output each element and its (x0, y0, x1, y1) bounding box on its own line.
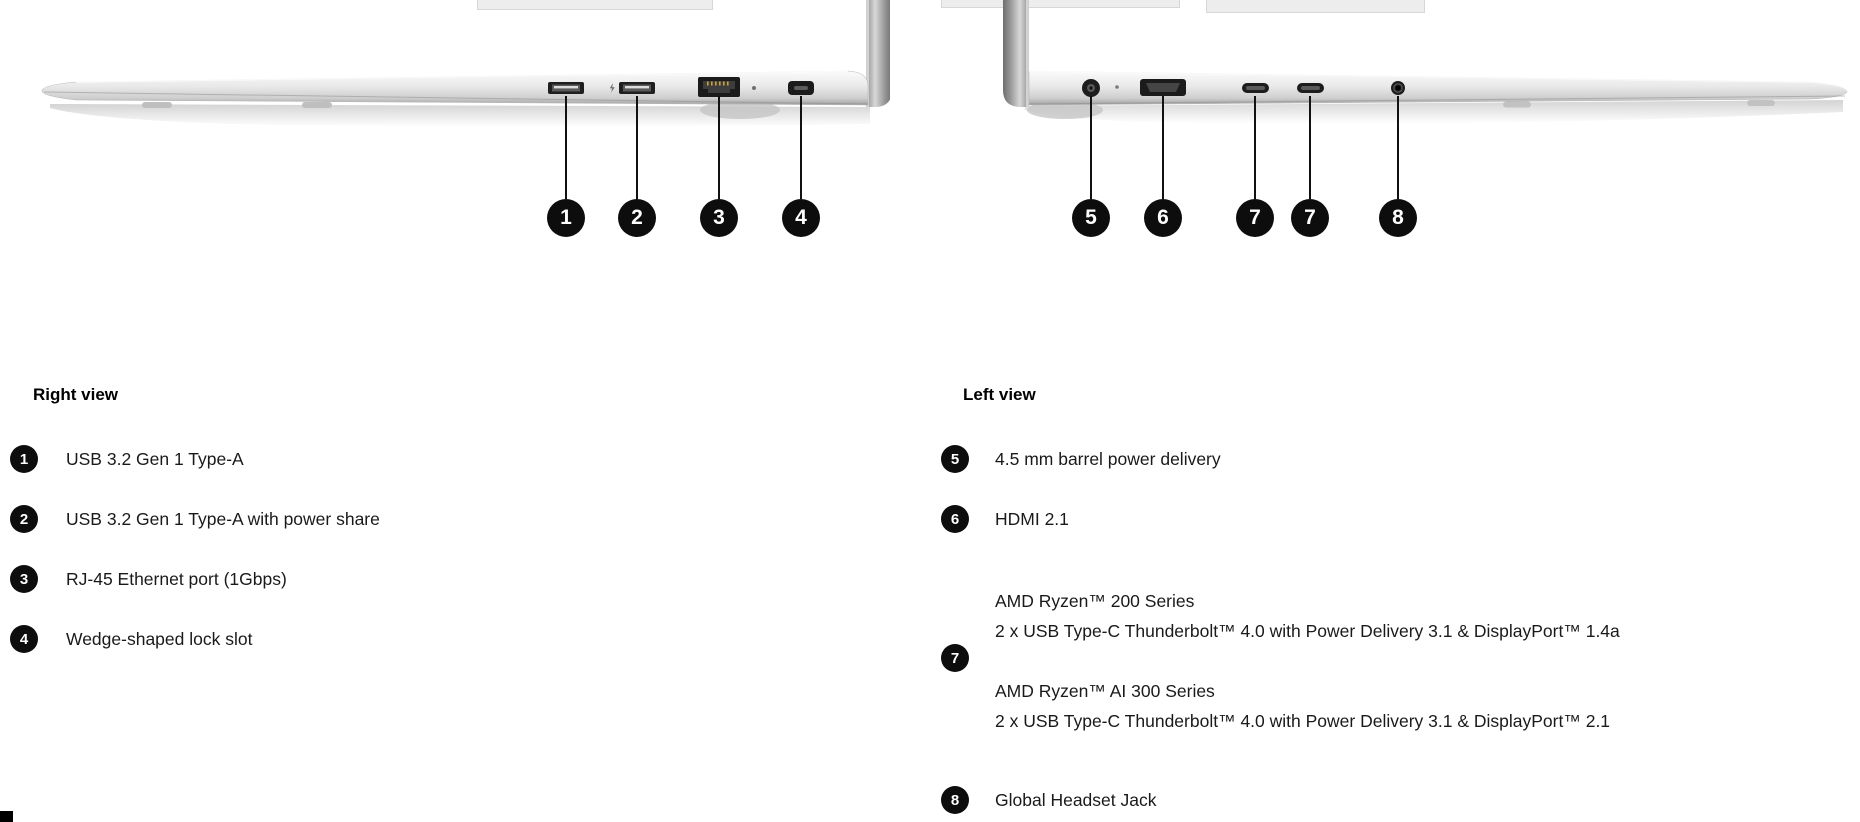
legend-item-1: 1 USB 3.2 Gen 1 Type-A (10, 445, 244, 473)
callout-line (1162, 96, 1164, 199)
callout-line (800, 96, 802, 199)
power-led (1115, 85, 1119, 89)
headset-jack (1391, 81, 1405, 95)
laptop-shadow (50, 104, 870, 127)
legend-label: USB 3.2 Gen 1 Type-A (66, 448, 244, 469)
laptop-body (41, 70, 869, 106)
callout-badge-2: 2 (618, 199, 656, 237)
legend-number-badge: 2 (10, 505, 38, 533)
body-top-highlight (75, 70, 849, 83)
legend-number-badge-7: 7 (941, 644, 969, 672)
legend-label: Global Headset Jack (995, 789, 1157, 810)
legend-label-line: AMD Ryzen™ 200 Series (995, 591, 1195, 611)
legend-label-line: 2 x USB Type-C Thunderbolt™ 4.0 with Pow… (995, 621, 1620, 641)
legend-label: 4.5 mm barrel power delivery (995, 448, 1221, 469)
callout-line (636, 96, 638, 199)
callout-badge-6: 6 (1144, 199, 1182, 237)
callout-badge-8: 8 (1379, 199, 1417, 237)
cropped-corner-element (0, 811, 13, 822)
callout-badge-1: 1 (547, 199, 585, 237)
legend-item-5: 5 4.5 mm barrel power delivery (941, 445, 1221, 473)
legend-number-badge: 5 (941, 445, 969, 473)
legend-label: RJ-45 Ethernet port (1Gbps) (66, 568, 287, 589)
legend-item-2: 2 USB 3.2 Gen 1 Type-A with power share (10, 505, 380, 533)
legend-item-6: 6 HDMI 2.1 (941, 505, 1069, 533)
legend-item-4: 4 Wedge-shaped lock slot (10, 625, 252, 653)
laptop-lid-edge (866, 0, 890, 107)
cropped-top-element (941, 0, 1180, 8)
callout-badge-4: 4 (782, 199, 820, 237)
laptop-lid-edge (1003, 0, 1029, 107)
callout-badge-7b: 7 (1291, 199, 1329, 237)
legend-item-3: 3 RJ-45 Ethernet port (1Gbps) (10, 565, 287, 593)
lock-slot (788, 81, 814, 95)
callout-line (1254, 96, 1256, 199)
callout-line (1309, 96, 1311, 199)
rubber-foot (1747, 100, 1775, 106)
legend-number-badge: 1 (10, 445, 38, 473)
laptop-right-side-illustration (41, 0, 890, 127)
hdmi-port (1140, 79, 1186, 96)
legend-number-badge: 4 (10, 625, 38, 653)
rubber-foot (142, 102, 172, 108)
barrel-power-port (1082, 79, 1100, 97)
callout-line (1090, 96, 1092, 199)
ethernet-port (698, 77, 740, 97)
left-view-heading: Left view (963, 385, 1036, 404)
laptop-shadow (1025, 100, 1843, 124)
legend-label: USB 3.2 Gen 1 Type-A with power share (66, 508, 380, 529)
body-bottom-edge (1028, 95, 1846, 105)
lid-highlight (1026, 0, 1029, 107)
cropped-top-element (1206, 0, 1425, 13)
usb-a-port-1 (548, 82, 584, 94)
rubber-foot (302, 102, 332, 108)
right-view-heading: Right view (33, 385, 119, 404)
legend-number-badge: 3 (10, 565, 38, 593)
legend-label-line: AMD Ryzen™ AI 300 Series (995, 681, 1215, 701)
callout-badge-5: 5 (1072, 199, 1110, 237)
legend-label-line: 2 x USB Type-C Thunderbolt™ 4.0 with Pow… (995, 711, 1611, 731)
callout-line (1397, 96, 1399, 199)
usb-c-port-1 (1242, 83, 1269, 93)
usb-a-port-2 (619, 82, 655, 94)
laptop-left-side-illustration (1003, 0, 1848, 124)
hinge-foot-shadow (1027, 101, 1103, 119)
status-led (752, 86, 756, 90)
legend-number-badge: 8 (941, 786, 969, 814)
usb-c-port-2 (1297, 83, 1324, 93)
hinge-foot-shadow (700, 101, 780, 119)
rubber-foot (1503, 101, 1531, 108)
callout-line (718, 96, 720, 199)
callout-badge-3: 3 (700, 199, 738, 237)
cropped-top-element (477, 0, 713, 10)
body-top-highlight (1028, 70, 1848, 92)
legend-number-badge: 6 (941, 505, 969, 533)
legend-label: HDMI 2.1 (995, 508, 1069, 529)
body-bottom-edge (43, 91, 869, 105)
legend-label: Wedge-shaped lock slot (66, 628, 253, 649)
power-share-icon (609, 83, 615, 93)
callout-badge-7a: 7 (1236, 199, 1274, 237)
legend-item-7-text: AMD Ryzen™ 200 Series 2 x USB Type-C Thu… (995, 586, 1620, 736)
legend-item-8: 8 Global Headset Jack (941, 786, 1156, 814)
callout-line (565, 96, 567, 199)
